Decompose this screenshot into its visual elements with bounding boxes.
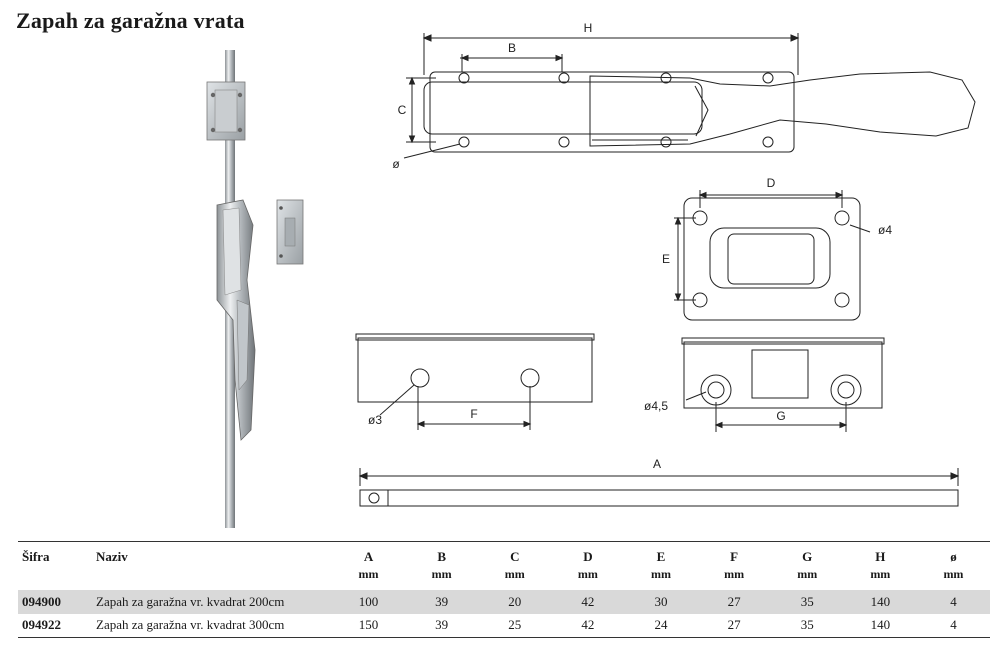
cell-e: 30 — [654, 593, 668, 609]
cell-c: 25 — [508, 617, 522, 633]
cell-h: 140 — [870, 593, 891, 609]
cell-c: 20 — [508, 593, 522, 609]
dim-label-b: B — [508, 41, 516, 55]
cell-e: 24 — [654, 617, 668, 633]
cell-g: 35 — [800, 617, 814, 633]
table-row: 094922 Zapah za garažna vr. kvadrat 300c… — [18, 613, 990, 638]
cell-a: 150 — [358, 617, 379, 633]
cell-d: 42 — [581, 617, 595, 633]
product-photo — [206, 50, 304, 528]
cell-f: 27 — [727, 593, 741, 609]
cell-h: 140 — [870, 617, 891, 633]
technical-drawings: H B C ø D E ø4 ø3 F ø4,5 G A — [355, 21, 976, 507]
dim-label-d: D — [767, 176, 776, 190]
cell-b: 39 — [435, 593, 449, 609]
cell-code: 094900 — [22, 593, 61, 609]
cell-b: 39 — [435, 617, 449, 633]
dim-label-a: A — [653, 457, 661, 471]
cell-code: 094922 — [22, 617, 61, 633]
cell-d: 42 — [581, 593, 595, 609]
cell-g: 35 — [800, 593, 814, 609]
dim-label-g: G — [776, 409, 785, 423]
dim-label-dia3: ø3 — [368, 413, 382, 427]
cell-dia: 4 — [950, 593, 957, 609]
cell-name: Zapah za garažna vr. kvadrat 300cm — [96, 617, 285, 633]
dim-label-h: H — [584, 21, 593, 35]
dim-label-f: F — [470, 407, 477, 421]
dim-label-dia: ø — [392, 157, 400, 171]
cell-f: 27 — [727, 617, 741, 633]
header-naziv: Naziv — [96, 549, 128, 564]
table-row: 094900 Zapah za garažna vr. kvadrat 200c… — [18, 589, 990, 614]
page-title: Zapah za garažna vrata — [16, 8, 245, 33]
cell-a: 100 — [358, 593, 379, 609]
dim-label-dia4: ø4 — [878, 223, 892, 237]
cell-dia: 4 — [950, 617, 957, 633]
dim-label-dia45: ø4,5 — [644, 399, 668, 413]
cell-name: Zapah za garažna vr. kvadrat 200cm — [96, 593, 285, 609]
dim-label-e: E — [662, 252, 670, 266]
header-sifra: Šifra — [22, 549, 50, 564]
dim-label-c: C — [398, 103, 407, 117]
